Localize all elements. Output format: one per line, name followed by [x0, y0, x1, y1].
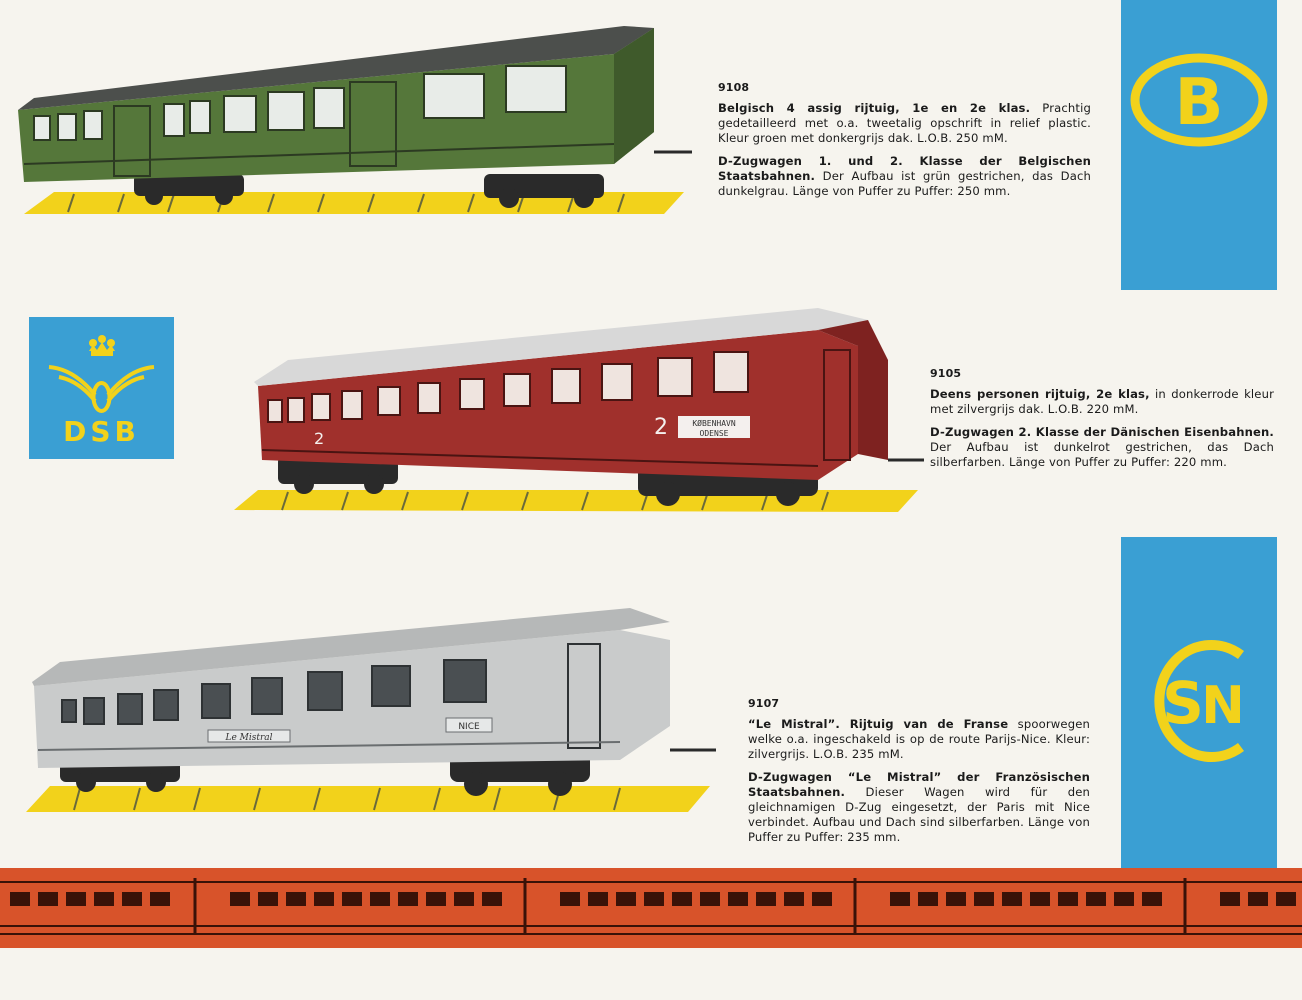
item-text-nl: Belgisch 4 assig rijtuig, 1e en 2e klas.… — [718, 101, 1092, 145]
coach-body — [34, 630, 670, 768]
sncf-logo-letter-s: S — [1162, 669, 1204, 737]
coach-roof — [254, 308, 868, 386]
coach-doors — [113, 81, 397, 177]
coach-class-number: 2 — [314, 429, 324, 448]
sncb-logo-letter: B — [1175, 66, 1224, 140]
item-text-de: D-Zugwagen 1. und 2. Klasse der Belgisch… — [718, 154, 1091, 198]
item-9108-description: 9108 Belgisch 4 assig rijtuig, 1e en 2e … — [718, 80, 1091, 207]
item-text-nl: “Le Mistral”. Rijtuig van de Franse spoo… — [748, 717, 1090, 761]
coach-body — [258, 330, 858, 480]
destination-sign-bottom: ODENSE — [700, 429, 729, 438]
french-coach-image: Le Mistral NICE — [26, 608, 716, 812]
winged-wheel-icon — [48, 365, 155, 413]
destination-sign-top: KØBENHAVN — [692, 418, 736, 428]
bottom-margin — [0, 948, 1302, 1000]
dsb-logo-text: DSB — [63, 415, 140, 448]
track-base — [26, 786, 710, 812]
item-number: 9107 — [748, 697, 780, 710]
sncb-logo: B — [1130, 53, 1268, 147]
train-silhouette-joints — [193, 878, 1187, 934]
coach-windows — [61, 659, 487, 725]
item-number: 9105 — [930, 367, 962, 380]
train-name-plate — [207, 729, 291, 743]
coach-windows — [267, 351, 749, 423]
item-number: 9108 — [718, 81, 750, 94]
danish-coach-image: 2 2 KØBENHAVN ODENSE — [234, 308, 924, 512]
decorative-train-strip — [0, 868, 1302, 948]
item-text-de: D-Zugwagen “Le Mistral” der Französische… — [748, 770, 1090, 844]
coach-door — [567, 643, 601, 749]
sncb-logo-band: B — [1121, 0, 1277, 290]
destination-sign-text: NICE — [458, 722, 480, 732]
coach-door — [823, 349, 851, 461]
train-silhouette — [0, 881, 1302, 935]
coach-roof — [18, 26, 654, 110]
train-silhouette-windows — [10, 892, 1296, 906]
train-name-text: Le Mistral — [224, 733, 272, 743]
sncf-logo: S N — [1154, 640, 1245, 762]
destination-sign — [445, 717, 493, 733]
belgian-coach-image — [18, 26, 692, 214]
crown-icon — [89, 335, 115, 356]
destination-sign — [678, 416, 750, 438]
coach-windows — [33, 65, 567, 141]
item-text-nl: Deens personen rijtuig, 2e klas, in donk… — [930, 387, 1275, 416]
item-9107-description: 9107 “Le Mistral”. Rijtuig van de Franse… — [748, 696, 1090, 853]
dsb-logo-band: DSB — [29, 317, 174, 459]
coach-bogies — [134, 174, 604, 208]
dsb-logo: DSB — [48, 335, 155, 448]
sncf-logo-letter-n: N — [1201, 676, 1245, 736]
coach-roof — [32, 608, 670, 686]
coach-class-number-right: 2 — [654, 415, 668, 440]
item-9105-description: 9105 Deens personen rijtuig, 2e klas, in… — [930, 366, 1274, 478]
item-text-de: D-Zugwagen 2. Klasse der Dänischen Eisen… — [930, 425, 1274, 469]
track-sleepers — [67, 193, 625, 213]
